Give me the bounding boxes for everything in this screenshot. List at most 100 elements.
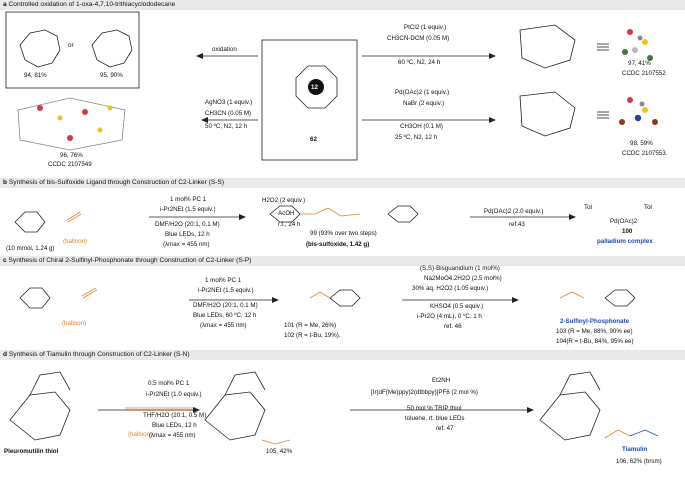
panel-d-title: Synthesis of Tiamulin through Constructi… <box>8 351 190 358</box>
c-ox6: ref. 46 <box>444 323 462 330</box>
molecule-101-ring <box>329 289 361 307</box>
b-pd2: ref.43 <box>509 221 525 228</box>
b-tol-right: Tol <box>644 204 652 211</box>
panel-d-label: d <box>3 351 8 358</box>
sulfinyl-phosphonate-label: 2-Sulfinyl-Phosphonate <box>560 318 630 325</box>
b-cond2: i-Pr2NEt (1.5 equiv.) <box>160 206 216 213</box>
molecule-94 <box>19 29 61 68</box>
b-cond4: Blue LEDs, 12 h <box>165 231 210 238</box>
c-ox3: 30% aq. H2O2 (1.05 equiv.) <box>412 285 489 292</box>
c-ox5: i-Pr2O (4 mL), 0 ºC, 1 h <box>417 313 482 320</box>
c-cond1: 1 mol% PC 1 <box>205 277 242 284</box>
panel-c-structures <box>19 287 636 309</box>
pd-line1: Pd(OAc)2 (1 equiv.) <box>395 89 450 96</box>
agno3-line1: AgNO3 (1 equiv.) <box>205 99 253 106</box>
ccdc-97: CCDC 2107552 <box>622 70 666 77</box>
ring-size-label: 12 <box>311 84 318 91</box>
b-tol-left: Tol <box>584 204 592 211</box>
thiophenol-c <box>19 287 51 309</box>
pd-line3: CH3OH (0.1 M) <box>400 123 443 130</box>
d-et3: 50 mol % TRIP thiol <box>407 405 462 412</box>
d-et4: toluene, rt. blue LEDs <box>405 415 465 422</box>
molecule-95 <box>91 29 133 68</box>
panel-d-header: d Synthesis of Tiamulin through Construc… <box>0 350 685 360</box>
d-cond5: (λmax = 455 nm) <box>149 432 196 439</box>
pd-line2: NaBr (2 equiv.) <box>403 100 445 107</box>
tiamulin-label: Tiamulin <box>622 446 648 453</box>
c-ox2: Na2MoO4.2H2O (2.5 mol%) <box>424 275 502 282</box>
panel-b-label: b <box>3 179 8 186</box>
agno3-line3: 50 ºC, N2, 12 h <box>205 123 248 130</box>
molecule-98 <box>519 91 576 137</box>
panel-a-label: a <box>3 1 7 8</box>
c-ox4: KHSO4 (0.5 equiv.) <box>430 303 484 310</box>
box-94-95 <box>5 11 140 89</box>
molecule-62-ring <box>295 65 338 109</box>
ptcl-line1: PtCl2 (1 equiv.) <box>404 24 447 31</box>
label-99-b: (bis-sulfoxide, 1.42 g) <box>306 241 370 248</box>
b-pd1: Pd(OAc)2 (2.0 equiv.) <box>484 208 544 215</box>
panel-a-title: Controlled oxidation of 1-oxa-4,7,10-tri… <box>8 1 176 8</box>
d-cond3: THF/H2O (20:1, 0.5 M) <box>143 412 207 419</box>
d-cond4: Blue LEDs, 12 h <box>152 422 197 429</box>
label-103: 103 (R = Me, 88%, 90% ee) <box>556 328 633 335</box>
b-h2o2-2: AcOH <box>278 210 295 217</box>
d-cond2: i-Pr2NEt (1.0 equiv.) <box>146 391 202 398</box>
d-et5: ref. 47 <box>436 425 454 432</box>
label-104: 104(R = t-Bu, 84%, 95% ee) <box>556 338 634 345</box>
agno3-line2: CH3CN (0.05 M) <box>205 110 252 117</box>
b-cond1: 1 mol% PC 1 <box>170 196 207 203</box>
label-102: 102 (R = t-Bu, 19%). <box>284 332 341 339</box>
label-98: 98, 59% <box>630 140 653 147</box>
b-cond5: (λmax = 455 nm) <box>163 241 210 248</box>
pleuromutilin-thiol-label: Pleuromutilin thiol <box>4 448 59 455</box>
d-et1: Et2NH <box>432 377 451 384</box>
label-100: 100 <box>622 228 633 235</box>
ring-size-badge <box>308 79 324 95</box>
panel-b-structures <box>14 205 572 233</box>
molecule-97 <box>519 24 576 69</box>
label-94: 94, 81% <box>24 72 47 79</box>
palladium-complex-label: palladium complex <box>597 238 653 245</box>
panel-c-header: c Synthesis of Chiral 2-Sulfinyl-Phospho… <box>0 256 685 266</box>
c-cond2: i-Pr2NEt (1.5 equiv.) <box>198 287 254 294</box>
oxidation-label: oxidation <box>212 46 237 53</box>
d-et2: [Ir(dF(Me)ppy)2(dtbbpy)]PF6 (2 mol %) <box>371 389 478 396</box>
molecule-103-ring <box>604 289 636 307</box>
label-96: 96, 76% <box>60 152 83 159</box>
ptcl-line2: CH3CN-DCM (0.05 M) <box>387 35 450 42</box>
d-cond1: 0.5 mol% PC 1 <box>148 380 190 387</box>
panel-b-title: Synthesis of bis-Sulfoxide Ligand throug… <box>8 179 225 186</box>
c-cond3: DMF/H2O (20:1, 0.1 M) <box>193 302 258 309</box>
balloon-b: (balloon) <box>63 238 88 245</box>
tiamulin-core <box>539 391 601 441</box>
panel-b-header: b Synthesis of bis-Sulfoxide Ligand thro… <box>0 178 685 188</box>
label-62: 62 <box>310 136 317 143</box>
label-105: 105, 42% <box>266 448 293 455</box>
molecule-105-core <box>204 391 266 441</box>
panel-a-header: a Controlled oxidation of 1-oxa-4,7,10-t… <box>0 0 685 10</box>
thiophenol-b <box>14 211 46 233</box>
pd-line4: 25 ºC, N2, 12 h <box>395 134 438 141</box>
label-95: 95, 90% <box>100 72 123 79</box>
ccdc-96: CCDC 2107549 <box>48 161 92 168</box>
b-cond3: DMF/H2O (20:1, 0.1 M) <box>155 221 220 228</box>
panel-c-title: Synthesis of Chiral 2-Sulfinyl-Phosphona… <box>8 257 252 264</box>
label-97: 97, 41% <box>628 60 651 67</box>
ccdc-98: CCDC 2107553. <box>622 150 668 157</box>
box-62 <box>261 39 358 161</box>
c-ox1: (S,S)-Bisguanidium (1 mol%) <box>420 265 500 272</box>
c-cond5: (λmax = 455 nm) <box>200 322 247 329</box>
label-99: 99 (93% over two steps) <box>310 230 377 237</box>
crystal-97 <box>622 29 653 61</box>
crystal-98 <box>619 97 658 125</box>
label-106: 106, 62% (brsm) <box>616 458 662 465</box>
pleuromutilin-core <box>9 391 71 441</box>
panel-c-label: c <box>3 257 7 264</box>
crystal-96-atoms <box>37 105 113 141</box>
c-cond4: Blue LEDs, 60 ºC, 12 h <box>193 312 257 319</box>
crystal-96 <box>17 97 126 151</box>
label-or: or <box>68 42 74 49</box>
